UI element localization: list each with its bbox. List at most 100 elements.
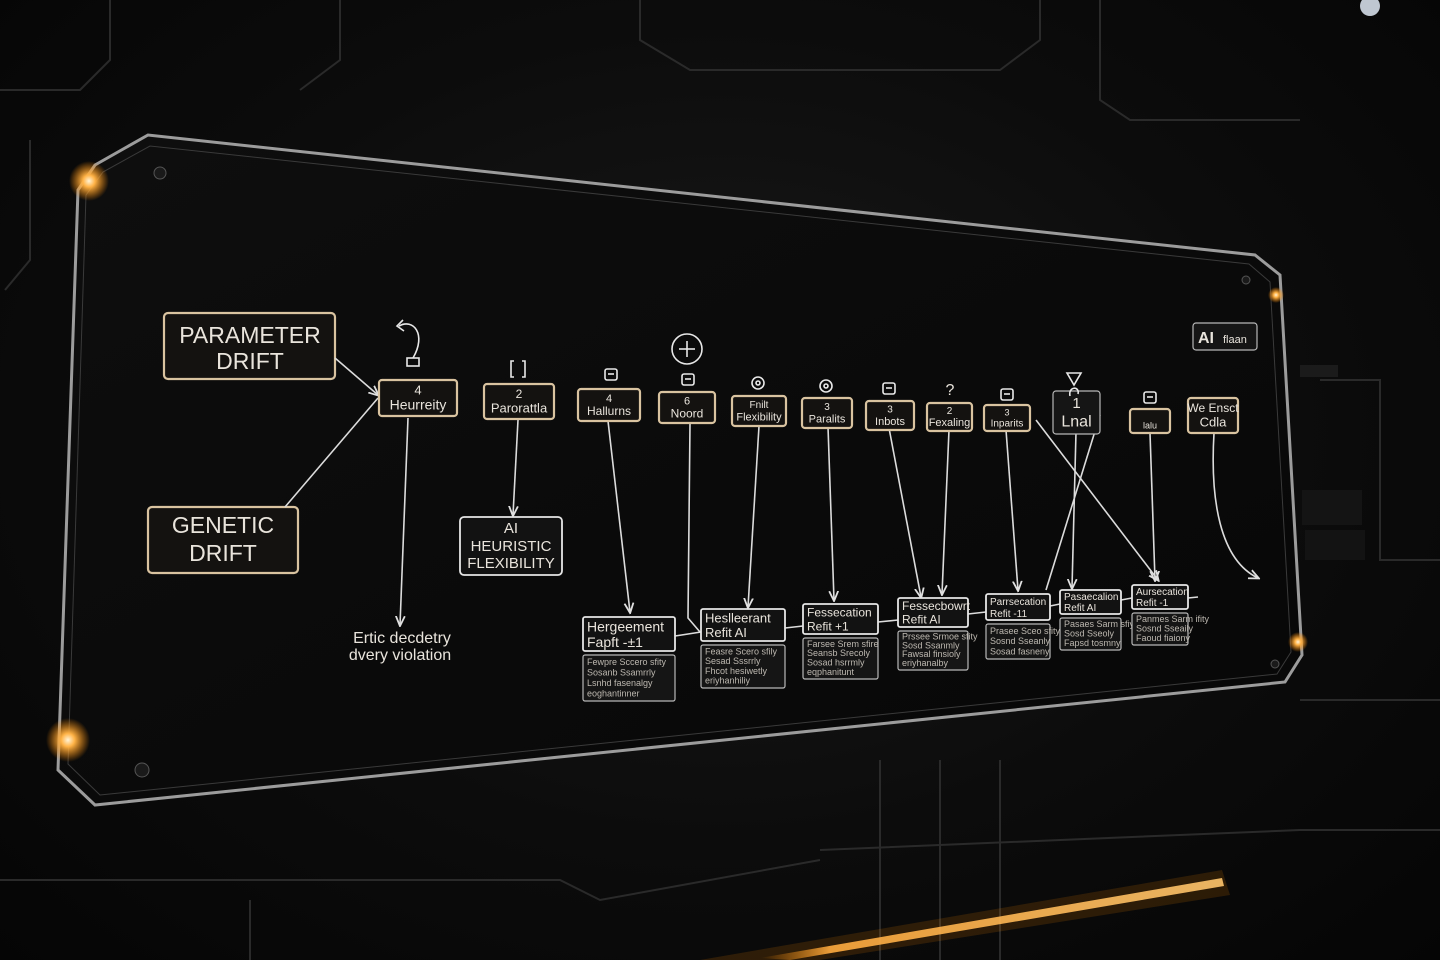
corner-light <box>1288 632 1308 652</box>
bottom-node-subtitle: Refit -1 <box>1136 598 1169 609</box>
note-line: Sosnd Sseaily <box>1136 623 1194 633</box>
violation-line-2: dvery violation <box>349 647 451 664</box>
violation-label: Ertic decdetry dvery violation <box>349 630 451 664</box>
connector-lines <box>284 357 1258 637</box>
top-node-frame <box>657 390 717 425</box>
gear-icon <box>819 379 833 393</box>
ambient-light-bar <box>700 870 1230 960</box>
note-line: eriyhanalby <box>902 658 949 668</box>
top-node-number: 3 <box>887 405 893 416</box>
top-node-frame <box>576 387 642 423</box>
bottom-node-title: Hergeement <box>587 618 664 634</box>
corner-light <box>1268 287 1284 303</box>
top-node-row: 4Heurreity2Parorattla4Hallurns6NoordFnil… <box>377 319 1239 435</box>
robot-icon <box>604 368 618 381</box>
bottom-node-subtitle: Refit AI <box>705 625 747 640</box>
question-glyph: ? <box>946 382 955 399</box>
note-line: Sosd Ssanmly <box>902 640 960 650</box>
note-line: Sosad hsrrmly <box>807 657 865 667</box>
top-node-label: Cdla <box>1200 415 1228 430</box>
ai-flex-line-1: AI <box>504 520 518 537</box>
top-node-number: 3 <box>824 402 830 413</box>
top-node[interactable]: lalu <box>1128 407 1172 435</box>
top-node-frame <box>864 399 916 432</box>
note-line: Farsee Srem sfire <box>807 639 879 649</box>
note-line: Prssee Srmoe sfity <box>902 631 978 641</box>
top-node-label: Fexaling <box>929 417 971 429</box>
parameter-drift-line-2: DRIFT <box>216 348 284 374</box>
top-node-number: 4 <box>606 393 612 405</box>
top-node-label: Noord <box>671 406 704 420</box>
genetic-drift-line-1: GENETIC <box>172 512 274 538</box>
ai-flex-line-2: HEURISTIC <box>471 538 552 555</box>
question-icon: ? <box>946 382 955 399</box>
top-node-frame <box>1052 390 1101 435</box>
bracket-icon <box>510 360 526 378</box>
shield-icon <box>1065 372 1083 397</box>
note-line: Sosnd Sseanly <box>990 636 1051 646</box>
top-node-number: Fnilt <box>750 400 769 411</box>
corner-badge-light: flaan <box>1223 334 1247 346</box>
top-node-frame <box>1128 407 1172 435</box>
note-line: Fhcot hesiwetly <box>705 666 768 676</box>
bottom-node-frame <box>1131 584 1189 610</box>
bottom-node-subtitle: Refit -11 <box>990 609 1027 620</box>
top-node-frame <box>377 378 459 418</box>
crosshair-icon <box>671 333 703 365</box>
bottom-node-frame <box>897 597 969 628</box>
note-line: Pasaes Sarm sfiy <box>1064 619 1135 629</box>
top-node-frame <box>482 382 556 421</box>
note-line: Faoud fiaiony <box>1136 633 1191 643</box>
top-node-number: 4 <box>414 382 421 397</box>
parameter-drift-node[interactable]: PARAMETER DRIFT <box>162 311 337 381</box>
note-line: eqphanitunt <box>807 667 855 677</box>
note-line: Seansb Srecoly <box>807 648 871 658</box>
note-line: Sosad fasneny <box>990 646 1050 656</box>
bottom-node-frame <box>1059 589 1122 615</box>
top-node-number: 2 <box>947 406 953 417</box>
note-line: Sesad Sssrrly <box>705 656 761 666</box>
corner-light <box>69 161 109 201</box>
top-node-label: Hallurns <box>587 404 631 418</box>
top-node-label: lalu <box>1143 421 1157 431</box>
top-node-number: We Ensct <box>1187 401 1239 415</box>
chip-icon <box>1000 388 1014 401</box>
ai-heuristic-flexibility-node[interactable]: AI HEURISTIC FLEXIBILITY <box>459 516 563 576</box>
bottom-node-title: Heslleerant <box>705 610 771 625</box>
top-node-label: Heurreity <box>390 397 447 413</box>
bottom-node-title: Parrsecation <box>990 597 1046 608</box>
top-node-label: Parorattla <box>491 401 548 416</box>
corner-badge-bold: AI <box>1198 330 1214 347</box>
genetic-drift-node[interactable]: GENETIC DRIFT <box>146 505 300 575</box>
violation-line-1: Ertic decdetry <box>353 630 451 647</box>
screw-icon <box>153 166 167 180</box>
document-icon <box>882 382 896 395</box>
note-line: Fewpre Sccero sfity <box>587 657 667 667</box>
note-line: Lsnhd fasenalgy <box>587 678 653 688</box>
top-node-frame <box>730 394 788 428</box>
bottom-node-frame <box>700 608 786 642</box>
